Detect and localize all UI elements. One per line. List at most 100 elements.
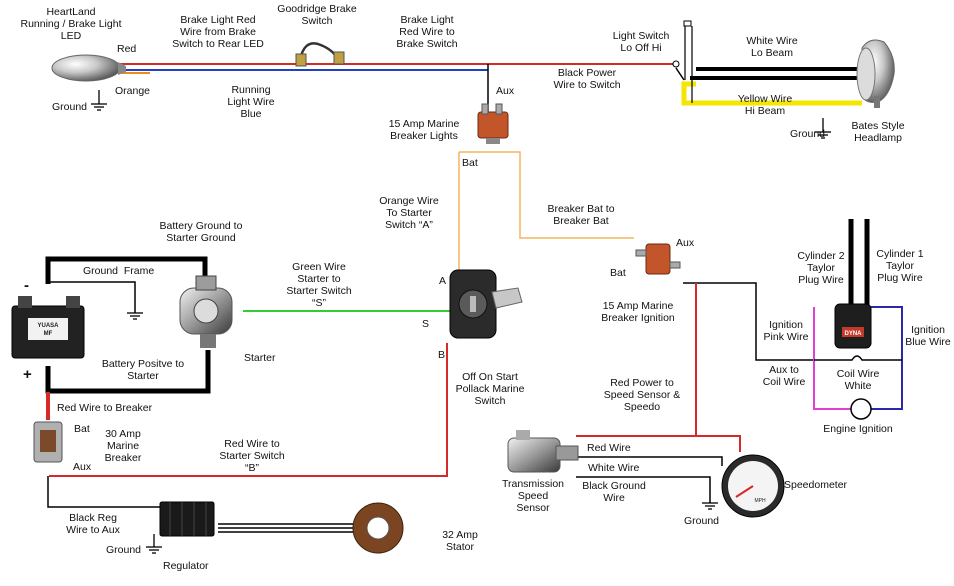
red-starter-b-wire [49, 343, 448, 477]
ignition-aux-wire [683, 282, 814, 361]
coil-white-wire [814, 355, 902, 361]
red-wire-label-sensor: Red Wire [587, 442, 631, 454]
battery-plus-label: + [23, 366, 32, 383]
speed-sensor-icon [507, 430, 579, 473]
ground-icon-speedo [702, 502, 718, 510]
ground-icon-frame [127, 312, 143, 320]
ground-icon-headlamp [815, 118, 831, 139]
headlamp-hi-black [690, 76, 864, 84]
regulator-icon [159, 501, 215, 537]
stator-icon [352, 502, 404, 554]
yellow-hi-beam-wire [681, 81, 862, 106]
regulator-label: Regulator [163, 560, 209, 572]
orange-breaker-link [459, 151, 634, 239]
red-wire-breaker-label: Red Wire to Breaker [57, 402, 153, 414]
led-light-icon [51, 54, 126, 82]
brake-switch-icon [295, 42, 345, 67]
ground-headlamp-label: Ground [790, 128, 825, 140]
speedometer-label: Speedometer [784, 479, 848, 491]
white-wire-label-sensor: White Wire [588, 462, 639, 474]
breaker-lights-icon [477, 103, 509, 144]
ignition-coil-icon [834, 303, 872, 349]
battery-minus-label: - [24, 277, 29, 294]
battery-brand-1: YUASA [37, 323, 59, 329]
bat-main-label: Bat [74, 423, 90, 435]
terminal-b-label: B [438, 349, 445, 361]
ground-speedo-label: Ground [684, 515, 719, 527]
speedometer-icon [721, 454, 785, 518]
ground-reg-label: Ground [106, 544, 141, 556]
white-wire-sensor [576, 456, 723, 466]
light-switch-icon [672, 20, 693, 103]
battery-brand-2: MF [44, 331, 53, 337]
black-reg-wire [47, 476, 166, 508]
aux-ignition-label: Aux [676, 237, 695, 249]
aux-lights-label: Aux [496, 85, 515, 97]
ground-icon-led [91, 90, 107, 111]
main-breaker-icon [33, 421, 63, 463]
battery-positive-cable [45, 350, 211, 394]
red-wire-sensor [576, 435, 741, 452]
pink-ignition-wire [813, 307, 851, 410]
battery-ground-cable [45, 256, 208, 284]
blue-ignition-wire [870, 306, 903, 410]
engine-ignition-label: Engine Ignition [823, 423, 893, 435]
black-ground-speedo [576, 476, 711, 503]
ignition-switch-icon [449, 269, 523, 339]
red-wire-label: Red [117, 43, 136, 55]
ground-icon-regulator [146, 534, 162, 554]
breaker-ignition-icon [635, 243, 681, 275]
battery-icon [11, 296, 85, 359]
ground-symbols [91, 90, 831, 554]
ground-frame-label: Ground Frame [83, 265, 154, 277]
aux-main-label: Aux [73, 461, 92, 473]
engine-ignition-icon [850, 398, 872, 420]
starter-motor-icon [179, 275, 233, 348]
terminal-s-label: S [422, 318, 429, 330]
ground-led-label: Ground [52, 101, 87, 113]
starter-label: Starter [244, 352, 276, 364]
coil-brand: DYNA [844, 331, 862, 337]
bat-lights-label: Bat [462, 157, 478, 169]
speedo-unit: MPH [754, 498, 766, 504]
wires [45, 63, 903, 533]
bat-ignition-label: Bat [610, 267, 626, 279]
terminal-a-label: A [439, 275, 446, 287]
orange-wire-label: Orange [115, 85, 150, 97]
ground-frame-wire [48, 281, 136, 313]
